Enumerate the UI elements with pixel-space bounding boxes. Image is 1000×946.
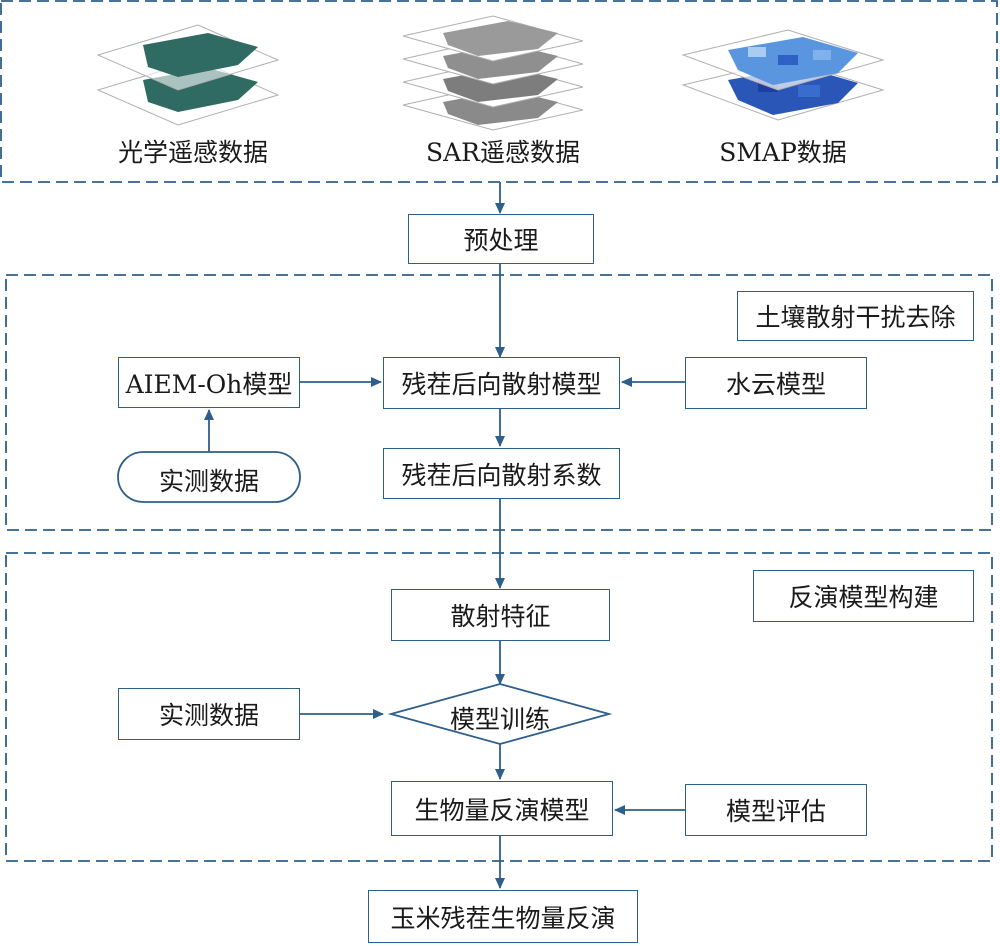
model-evaluation-box: 模型评估 — [685, 784, 867, 836]
model-training-label: 模型训练 — [449, 705, 550, 734]
aiem-oh-model-box: AIEM-Oh模型 — [118, 357, 300, 408]
field-data-1-stadium — [117, 451, 301, 503]
preprocess-box: 预处理 — [408, 214, 594, 264]
smap-data-stack-icon — [681, 29, 885, 121]
inversion-model-frame — [5, 552, 993, 862]
residue-backscatter-model-box: 残茬后向散射模型 — [383, 357, 620, 409]
field-data-1-label: 实测数据 — [158, 467, 259, 496]
field-data-2-box: 实测数据 — [118, 688, 300, 740]
optical-data-label: 光学遥感数据 — [117, 138, 268, 167]
maize-residue-biomass-output-box: 玉米残茬生物量反演 — [368, 890, 638, 943]
biomass-inversion-model-box: 生物量反演模型 — [391, 781, 613, 836]
scatter-features-box: 散射特征 — [391, 589, 610, 641]
data-sources-frame — [0, 0, 998, 183]
sar-imagery-stack-icon — [402, 15, 584, 131]
inversion-model-section-label: 反演模型构建 — [753, 570, 974, 622]
model-training-diamond — [387, 683, 613, 745]
soil-scatter-removal-section-label: 土壤散射干扰去除 — [737, 291, 974, 341]
soil-scatter-removal-frame — [5, 274, 993, 531]
sar-data-label: SAR遥感数据 — [425, 138, 580, 167]
water-cloud-model-box: 水云模型 — [685, 357, 867, 409]
residue-backscatter-coef-box: 残茬后向散射系数 — [383, 448, 620, 499]
optical-imagery-stack-icon — [96, 24, 280, 126]
smap-data-label: SMAP数据 — [719, 138, 847, 167]
